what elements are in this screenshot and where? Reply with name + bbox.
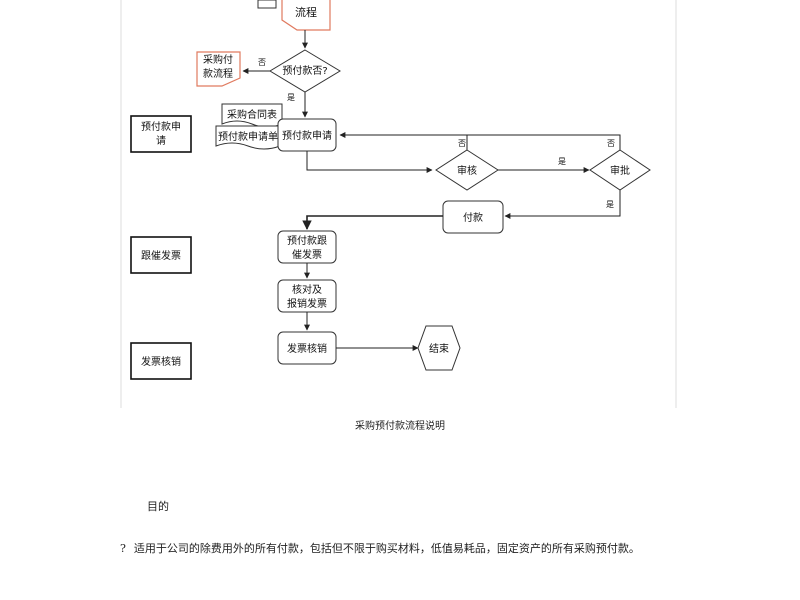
contract-table-doc: 采购合同表 <box>221 103 283 128</box>
contract-table-label: 采购合同表 <box>227 108 277 121</box>
top-process-shape: 流程 <box>257 0 331 31</box>
lane-follow-invoice: 跟催发票 <box>130 236 192 274</box>
invoice-writeoff-node: 发票核销 <box>277 331 337 365</box>
approve-label: 审批 <box>610 164 630 177</box>
edge-yes-down: 是 <box>287 93 295 102</box>
lane-writeoff: 发票核销 <box>130 342 192 380</box>
prepay-apply-label: 预付款申请 <box>282 129 332 142</box>
decision-prepay: 预付款否? <box>269 49 341 93</box>
prepay-apply-node: 预付款申请 <box>277 118 337 152</box>
svg-text:预付款跟: 预付款跟 <box>287 234 327 247</box>
flowchart: 流程 采购付 款流程 预付款否? 否 是 采购合同表 预付款申请单 预付款申请 … <box>120 0 677 408</box>
lane-writeoff-label: 发票核销 <box>141 355 181 368</box>
top-process-label: 流程 <box>295 5 317 19</box>
end-terminator: 结束 <box>417 325 461 371</box>
svg-text:催发票: 催发票 <box>292 248 322 261</box>
svg-text:核对及: 核对及 <box>292 283 322 296</box>
review-label: 审核 <box>457 164 477 177</box>
edge-review-no: 否 <box>458 139 466 148</box>
purchase-process-shape: 采购付 款流程 <box>196 51 241 87</box>
edge-approve-yes: 是 <box>606 200 614 209</box>
paragraph-text: 适用于公司的除费用外的所有付款，包括但不限于购买材料，低值易耗品，固定资产的所有… <box>133 542 640 555</box>
prepay-form-doc: 预付款申请单 <box>215 125 281 150</box>
svg-text:预付款申: 预付款申 <box>141 120 181 133</box>
edge-approve-no: 否 <box>607 139 615 148</box>
bullet-marker: ? <box>120 542 126 555</box>
svg-text:报销发票: 报销发票 <box>287 297 327 310</box>
lane-follow-invoice-label: 跟催发票 <box>141 249 181 262</box>
end-label: 结束 <box>429 342 449 355</box>
section-heading: 目的 <box>147 500 169 513</box>
svg-text:款流程: 款流程 <box>203 67 233 80</box>
prepay-form-label: 预付款申请单 <box>218 130 278 143</box>
payment-node: 付款 <box>442 200 504 234</box>
invoice-writeoff-label: 发票核销 <box>287 342 327 355</box>
section-paragraph: ? 适用于公司的除费用外的所有付款，包括但不限于购买材料，低值易耗品，固定资产的所… <box>120 539 680 558</box>
lane-apply: 预付款申 请 <box>130 115 192 153</box>
purchase-process-label: 采购付 <box>203 53 233 66</box>
edge-no-left: 否 <box>258 58 266 67</box>
approve-decision: 审批 <box>589 149 651 191</box>
decision-prepay-label: 预付款否? <box>282 64 327 77</box>
review-decision: 审核 <box>435 149 499 191</box>
payment-label: 付款 <box>463 211 483 224</box>
verify-invoice-node: 核对及 报销发票 <box>277 279 337 313</box>
svg-text:请: 请 <box>156 134 166 147</box>
edge-review-yes: 是 <box>558 157 566 166</box>
figure-caption: 采购预付款流程说明 <box>355 421 445 432</box>
prepay-invoice-node: 预付款跟 催发票 <box>277 230 337 264</box>
